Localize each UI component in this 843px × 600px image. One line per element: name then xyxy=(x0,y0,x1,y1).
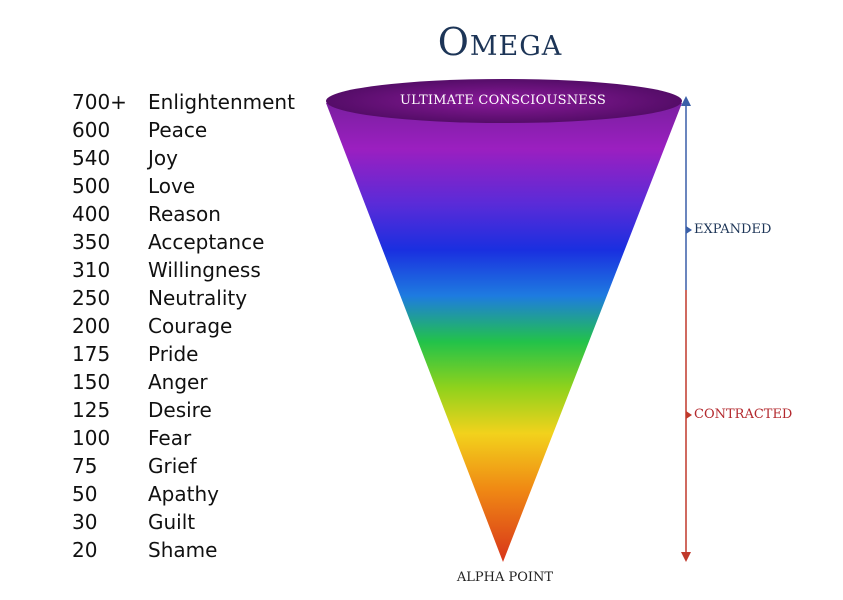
scale-label: Love xyxy=(148,174,196,198)
scale-label: Enlightenment xyxy=(148,90,295,114)
scale-row: 200 Courage xyxy=(72,312,295,340)
scale-row: 600 Peace xyxy=(72,116,295,144)
scale-value: 250 xyxy=(72,286,111,310)
scale-value: 30 xyxy=(72,510,98,534)
scale-row: 310 Willingness xyxy=(72,256,295,284)
scale-value: 600 xyxy=(72,118,111,142)
scale-value: 75 xyxy=(72,454,98,478)
scale-value: 50 xyxy=(72,482,98,506)
scale-row: 700+ Enlightenment xyxy=(72,88,295,116)
scale-label: Acceptance xyxy=(148,230,265,254)
funnel-cone xyxy=(326,103,682,562)
scale-row: 30 Guilt xyxy=(72,508,295,536)
expanded-marker-icon xyxy=(686,226,692,234)
scale-label: Courage xyxy=(148,314,233,338)
scale-label: Pride xyxy=(148,342,199,366)
scale-value: 175 xyxy=(72,342,111,366)
scale-value: 700+ xyxy=(72,90,127,114)
diagram-title: Omega xyxy=(437,20,563,64)
scale-value: 125 xyxy=(72,398,111,422)
scale-row: 100 Fear xyxy=(72,424,295,452)
scale-value: 500 xyxy=(72,174,111,198)
contracted-label: CONTRACTED xyxy=(694,407,793,422)
scale-label: Fear xyxy=(148,426,192,450)
scale-label: Neutrality xyxy=(148,286,248,310)
funnel-rim xyxy=(326,79,682,123)
expanded-label: EXPANDED xyxy=(694,222,772,237)
scale-row: 540 Joy xyxy=(72,144,295,172)
consciousness-scale: 700+ Enlightenment 600 Peace 540 Joy 500 Lov… xyxy=(72,88,295,564)
scale-label: Shame xyxy=(148,538,218,562)
scale-row: 150 Anger xyxy=(72,368,295,396)
scale-row: 125 Desire xyxy=(72,396,295,424)
scale-value: 20 xyxy=(72,538,98,562)
scale-row: 50 Apathy xyxy=(72,480,295,508)
scale-row: 400 Reason xyxy=(72,200,295,228)
scale-value: 350 xyxy=(72,230,111,254)
alpha-point-label: ALPHA POINT xyxy=(456,570,554,585)
scale-row: 175 Pride xyxy=(72,340,295,368)
scale-value: 100 xyxy=(72,426,111,450)
scale-label: Willingness xyxy=(148,258,261,282)
scale-label: Joy xyxy=(148,146,178,170)
scale-value: 150 xyxy=(72,370,111,394)
scale-label: Reason xyxy=(148,202,221,226)
arrow-up-icon xyxy=(681,96,691,106)
scale-value: 310 xyxy=(72,258,111,282)
scale-label: Anger xyxy=(148,370,208,394)
scale-value: 400 xyxy=(72,202,111,226)
ultimate-consciousness-label: ULTIMATE CONSCIOUSNESS xyxy=(400,93,606,108)
contracted-marker-icon xyxy=(686,411,692,419)
scale-label: Peace xyxy=(148,118,208,142)
scale-row: 20 Shame xyxy=(72,536,295,564)
scale-row: 250 Neutrality xyxy=(72,284,295,312)
scale-value: 540 xyxy=(72,146,111,170)
scale-row: 350 Acceptance xyxy=(72,228,295,256)
scale-label: Apathy xyxy=(148,482,219,506)
scale-row: 75 Grief xyxy=(72,452,295,480)
scale-label: Guilt xyxy=(148,510,196,534)
scale-value: 200 xyxy=(72,314,111,338)
scale-row: 500 Love xyxy=(72,172,295,200)
scale-label: Grief xyxy=(148,454,197,478)
scale-label: Desire xyxy=(148,398,212,422)
arrow-down-icon xyxy=(681,552,691,562)
